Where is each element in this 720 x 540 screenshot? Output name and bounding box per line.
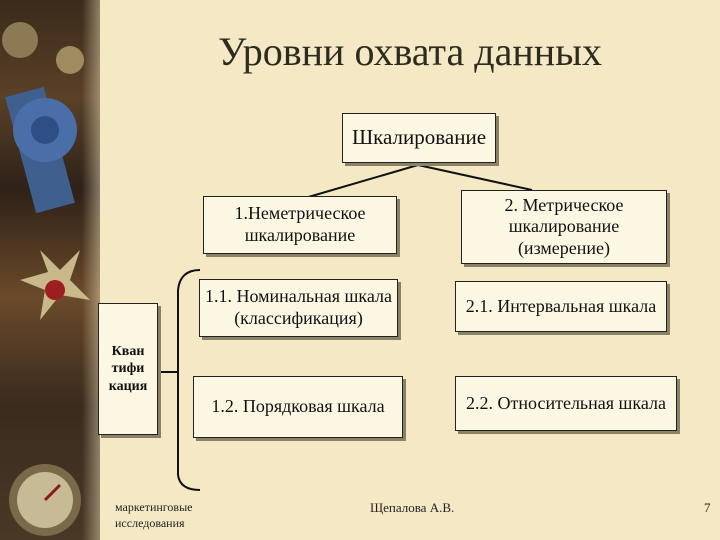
nonmetric-header-box: 1.Неметрическое шкалирование [203,196,397,254]
root-label: Шкалирование [351,125,487,150]
slide-title: Уровни охвата данных [217,29,603,74]
left-bracket [177,269,201,491]
connector-left [304,164,419,199]
ordinal-scale-label: 1.2. Порядковая шкала [211,396,385,417]
footer-author: Щепалова А.В. [370,500,455,515]
medals-image [2,22,90,536]
metric-header-label: 2. Метрическое шкалирование (измерение) [504,194,624,258]
quantification-label: Кван тифи кация [108,343,148,394]
quantification-box: Кван тифи кация [98,303,158,435]
root-box: Шкалирование [342,113,496,163]
nominal-scale-box: 1.1. Номинальная шкала (классификация) [199,279,398,337]
page-number: 7 [704,500,711,515]
photo-fade [82,0,122,540]
interval-scale-label: 2.1. Интервальная шкала [465,295,657,316]
metric-header-box: 2. Метрическое шкалирование (измерение) [461,190,667,264]
nominal-scale-label: 1.1. Номинальная шкала (классификация) [204,286,392,328]
nonmetric-header-label: 1.Неметрическое шкалирование [234,203,366,245]
connector-right [417,164,533,191]
footer-course: маркетинговые исследования [115,500,193,530]
ratio-scale-box: 2.2. Относительная шкала [455,376,677,431]
ordinal-scale-box: 1.2. Порядковая шкала [193,376,403,438]
interval-scale-box: 2.1. Интервальная шкала [455,281,667,332]
ratio-scale-label: 2.2. Относительная шкала [466,392,666,413]
